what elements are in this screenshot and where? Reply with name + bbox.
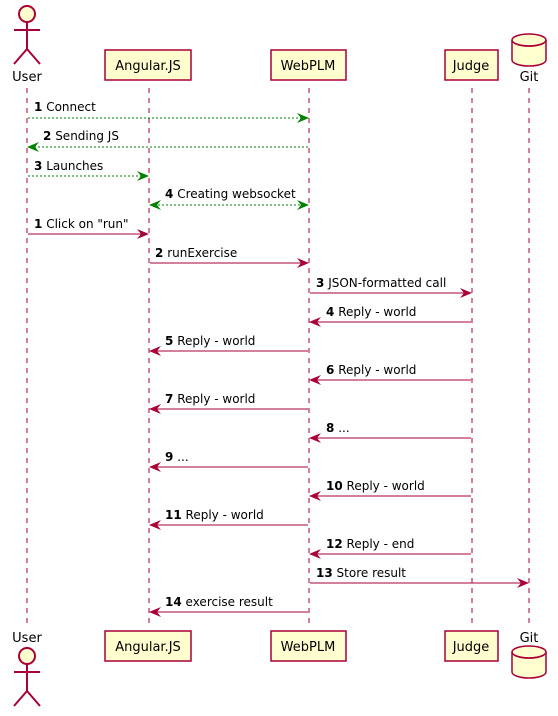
database-git-bottom-icon xyxy=(511,645,547,679)
message-label: 4 Creating websocket xyxy=(165,187,296,201)
init-messages: 1 Connect 2 Sending JS 3 Launches 4 Crea… xyxy=(27,100,309,210)
lifelines xyxy=(26,88,530,628)
actor-user-bottom xyxy=(13,647,41,707)
participant-angular-box-bottom xyxy=(104,630,192,662)
participant-judge-label-top: Judge xyxy=(452,59,490,74)
participant-webplm-box-bottom xyxy=(270,630,347,662)
participant-angular-label-top: Angular.JS xyxy=(115,59,181,74)
participant-judge-label-bottom: Judge xyxy=(452,640,490,655)
participant-git-label-top: Git xyxy=(520,70,539,85)
message-label: 2 runExercise xyxy=(155,246,237,260)
participant-angular-box-top xyxy=(104,49,192,81)
message-label: 13 Store result xyxy=(316,566,406,580)
message-label: 9 ... xyxy=(165,450,189,464)
participant-webplm-label-top: WebPLM xyxy=(281,59,336,74)
message-label: 3 Launches xyxy=(34,159,103,173)
participant-user-label-bottom: User xyxy=(12,631,42,646)
message-label: 1 Connect xyxy=(34,100,96,114)
participant-judge-box-bottom xyxy=(444,630,499,662)
message-label: 8 ... xyxy=(326,421,350,435)
message-label: 5 Reply - world xyxy=(165,334,255,348)
participant-heads-bottom: User Angular.JS WebPLM Judge Git xyxy=(12,630,547,707)
actor-user-top xyxy=(13,5,41,65)
message-label: 2 Sending JS xyxy=(43,129,119,143)
message-label: 7 Reply - world xyxy=(165,392,255,406)
participant-webplm-box-top xyxy=(270,49,347,81)
actor-head-icon xyxy=(18,5,36,23)
run-messages: 1 Click on "run" 2 runExercise 3 JSON-fo… xyxy=(28,217,529,617)
message-label: 3 JSON-formatted call xyxy=(316,276,446,290)
message-label: 6 Reply - world xyxy=(326,363,416,377)
message-label: 14 exercise result xyxy=(165,595,273,609)
database-git-top-icon xyxy=(511,33,547,67)
message-label: 11 Reply - world xyxy=(165,508,264,522)
participant-user-label-top: User xyxy=(12,70,42,85)
message-label: 12 Reply - end xyxy=(326,537,414,551)
message-label: 10 Reply - world xyxy=(326,479,425,493)
participant-heads-top: User Angular.JS WebPLM Judge Git xyxy=(12,5,547,85)
participant-git-label-bottom: Git xyxy=(520,631,539,646)
message-label: 1 Click on "run" xyxy=(34,217,129,231)
participant-webplm-label-bottom: WebPLM xyxy=(281,640,336,655)
participant-angular-label-bottom: Angular.JS xyxy=(115,640,181,655)
actor-head-icon xyxy=(18,647,36,665)
participant-judge-box-top xyxy=(444,49,499,81)
message-label: 4 Reply - world xyxy=(326,305,416,319)
